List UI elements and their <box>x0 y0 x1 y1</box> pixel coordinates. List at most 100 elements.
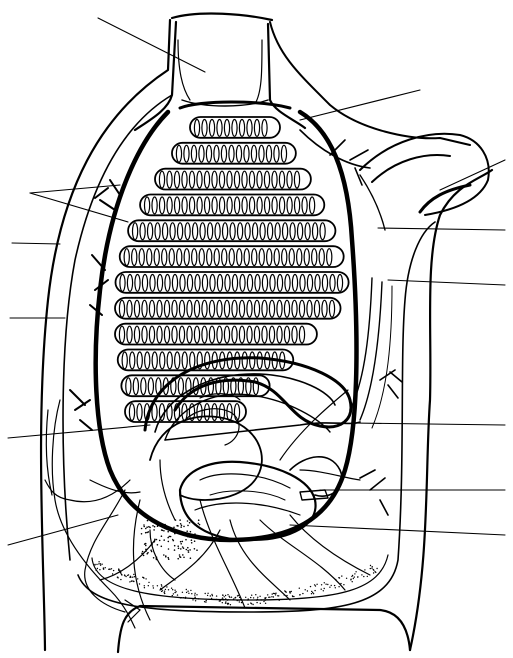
stipple-dot <box>182 592 183 593</box>
stipple-dot <box>121 574 122 575</box>
stipple-dot <box>256 599 257 600</box>
gill-slit <box>200 223 205 240</box>
stipple-dot <box>182 554 184 556</box>
stipple-dot <box>132 577 133 578</box>
gill-slit <box>249 171 254 188</box>
stipple-dot <box>97 568 98 569</box>
gill-slit <box>329 300 334 317</box>
stipple-dot <box>143 524 145 526</box>
gill-slit <box>337 275 342 292</box>
stipple-dot <box>325 584 326 585</box>
stipple-dot <box>148 585 149 586</box>
stipple-dot <box>145 528 147 530</box>
gill-slit <box>177 249 182 266</box>
stipple-dot <box>181 597 182 598</box>
stipple-dot <box>334 585 335 586</box>
gill-slit <box>157 326 162 343</box>
stipple-dot <box>228 603 229 604</box>
stipple-dot <box>321 584 322 585</box>
stipple-dot <box>141 528 143 530</box>
stipple-dot <box>352 581 353 582</box>
stipple-dot <box>272 593 273 594</box>
gill-slit <box>292 300 297 317</box>
stipple-dot <box>191 539 193 541</box>
stipple-dot <box>180 548 182 550</box>
stipple-dot <box>120 573 121 574</box>
stipple-dot <box>315 585 316 586</box>
gill-slit <box>149 300 154 317</box>
stipple-dot <box>186 592 187 593</box>
gill-slit <box>322 275 327 292</box>
gill-slit <box>240 275 245 292</box>
stipple-dot <box>238 600 239 601</box>
stipple-dot <box>273 593 274 594</box>
stipple-dot <box>148 582 149 583</box>
stipple-dot <box>145 545 147 547</box>
gill-slit <box>327 249 332 266</box>
gill-slit <box>252 223 257 240</box>
stipple-dot <box>260 599 261 600</box>
gill-slit <box>299 300 304 317</box>
stipple-dot <box>252 604 253 605</box>
gill-slit <box>230 223 235 240</box>
stipple-dot <box>173 527 175 529</box>
stipple-dot <box>180 541 182 543</box>
stipple-dot <box>187 520 189 522</box>
stipple-dot <box>177 558 179 560</box>
stipple-dot <box>172 595 173 596</box>
stipple-dot <box>211 594 212 595</box>
stipple-dot <box>150 549 152 551</box>
stipple-dot <box>178 548 180 550</box>
stipple-dot <box>164 591 165 592</box>
gill-slit <box>272 171 277 188</box>
stipple-dot <box>194 594 195 595</box>
gill-slit <box>270 275 275 292</box>
gill-slit <box>174 171 179 188</box>
gill-slit <box>219 171 224 188</box>
stipple-dot <box>274 593 275 594</box>
stipple-dot <box>163 539 165 541</box>
gill-slit <box>217 300 222 317</box>
stipple-dot <box>187 591 188 592</box>
stipple-dot <box>284 594 285 595</box>
leader-line-endostyle <box>388 280 505 285</box>
stipple-dot <box>224 596 225 597</box>
gill-slit <box>305 223 310 240</box>
stipple-dot <box>264 600 265 601</box>
gill-slit <box>247 275 252 292</box>
gill-slit <box>242 197 247 214</box>
stipple-dot <box>240 599 241 600</box>
gill-slit <box>282 249 287 266</box>
stipple-dot <box>179 554 181 556</box>
stipple-dot <box>148 531 150 533</box>
gill-slit <box>217 120 222 137</box>
gill-slit <box>119 300 124 317</box>
stipple-dot <box>100 565 101 566</box>
gill-slit <box>217 275 222 292</box>
gill-slit <box>179 300 184 317</box>
gill-slit <box>224 120 229 137</box>
gill-slit <box>299 326 304 343</box>
gill-slit <box>227 171 232 188</box>
gill-slit <box>192 223 197 240</box>
stipple-dot <box>176 525 178 527</box>
gill-slit <box>134 300 139 317</box>
stipple-dot <box>180 523 182 525</box>
stipple-dot <box>167 537 169 539</box>
stipple-dot <box>162 525 164 527</box>
stipple-dot <box>187 536 189 538</box>
gill-slit <box>232 326 237 343</box>
gill-slit <box>279 197 284 214</box>
gill-slit <box>133 378 138 395</box>
stipple-dot <box>181 525 183 527</box>
gill-slit <box>290 223 295 240</box>
stipple-dot <box>198 519 200 521</box>
gill-slit <box>274 145 279 162</box>
gill-slit <box>157 300 162 317</box>
stipple-dot <box>292 596 293 597</box>
stipple-dot <box>307 590 308 591</box>
stipple-dot <box>222 597 223 598</box>
stipple-dot <box>191 542 193 544</box>
gill-slit <box>212 171 217 188</box>
